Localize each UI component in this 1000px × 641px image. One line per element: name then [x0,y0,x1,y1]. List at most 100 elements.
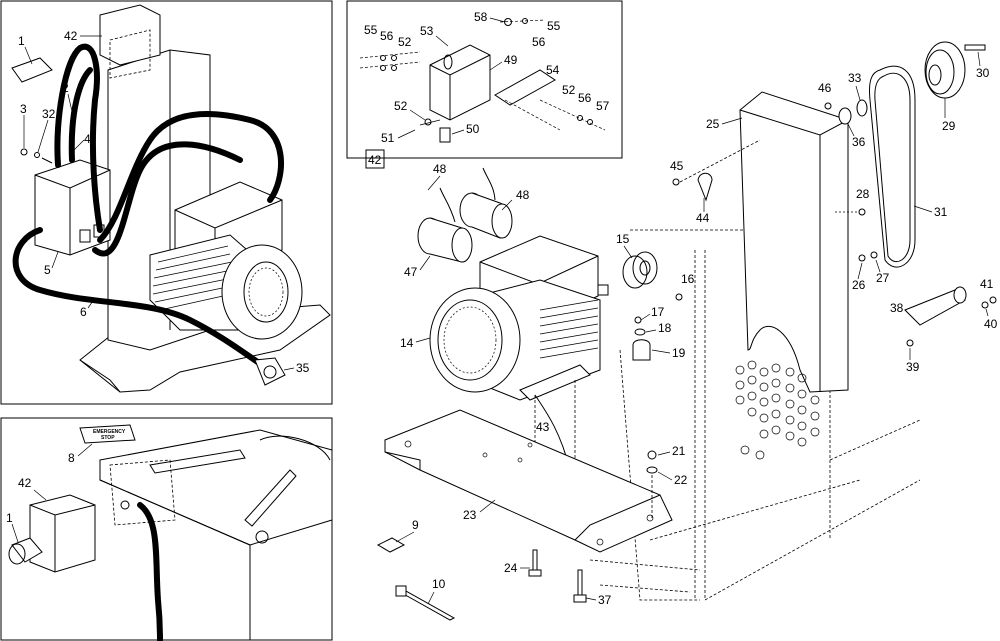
callout-41: 41 [980,277,994,291]
callout-30: 30 [976,66,990,80]
washer-33 [856,99,868,117]
motor-fan-cover-main [429,287,521,393]
callout-56-a: 56 [380,29,394,43]
callout-55-b: 55 [547,19,561,33]
emergency-stop-label [79,424,136,444]
panel-inset-42 [346,0,623,159]
callout-48: 48 [433,162,447,176]
callout-55-a: 55 [364,23,378,37]
callout-5: 5 [44,263,51,277]
callout-4: 4 [84,132,91,146]
cable-motor [97,111,284,243]
callout-49: 49 [504,53,518,67]
motor-base-plate-23 [384,409,673,553]
callout-2: 2 [62,81,69,95]
bolt-37 [577,569,583,596]
callout-25: 25 [706,117,720,131]
panel-motor-wiring [0,0,333,405]
washer-27 [870,251,878,259]
callout-36: 36 [852,135,866,149]
callout-26: 26 [852,278,866,292]
switch-button-green [79,229,91,243]
callout-50: 50 [466,122,480,136]
callout-52-c: 52 [394,99,408,113]
callout-40: 40 [984,317,998,331]
callout-47: 47 [404,265,418,279]
callout-27: 27 [876,271,890,285]
switch-box [34,159,111,256]
slot-side [244,469,297,527]
cable-2 [54,43,103,233]
e-stop-cable [137,502,163,641]
callout-39: 39 [906,360,920,374]
slot-top [149,449,246,474]
bolt-24 [532,549,538,571]
nut-21 [647,450,657,460]
power-plug [254,357,286,386]
screw-46 [824,102,832,110]
callout-15: 15 [616,232,630,246]
screw-28 [858,208,866,216]
cable-gland-50 [439,127,451,143]
screw-39 [906,339,914,347]
callout-14: 14 [400,336,414,350]
callout-38: 38 [890,301,904,315]
callout-51: 51 [381,131,395,145]
washer-18 [634,328,646,336]
motor-fan-cover [221,244,303,340]
callout-29: 29 [942,119,956,133]
callout-9: 9 [412,518,419,532]
cable-tie-10 [398,589,456,621]
bracket-49 [429,44,491,121]
inset-reference-label: 42 [368,153,382,167]
cable-clamp-19 [632,339,651,361]
callout-57: 57 [596,99,610,113]
motor-shaft [597,284,609,296]
screw-26 [858,254,866,262]
nut-36 [838,107,852,125]
cover-plate-54 [494,69,556,106]
callout-18: 18 [658,321,672,335]
callout-21: 21 [672,444,686,458]
screw-16 [675,293,683,301]
vent-holes [735,360,820,460]
callout-52-a: 52 [398,35,412,49]
callout-10: 10 [432,577,446,591]
callout-42: 42 [64,29,78,43]
callout-1: 1 [18,34,25,48]
callout-28: 28 [856,187,870,201]
callout-54: 54 [546,63,560,77]
callout-43: 43 [536,420,550,434]
washer-40 [981,301,989,309]
callout-33: 33 [848,71,862,85]
callout-44: 44 [696,211,710,225]
callout-16: 16 [681,272,695,286]
callout-56-c: 56 [578,91,592,105]
belt-cover-25 [739,91,849,393]
cable-6-power [12,227,265,368]
emergency-label-line2: STOP [101,435,115,441]
washer-22 [646,466,658,474]
callout-31: 31 [934,205,948,219]
callout-32: 32 [42,107,56,121]
callout-19: 19 [672,346,686,360]
callout-6: 6 [80,305,87,319]
nut-17 [634,316,642,324]
cable-clip-44 [697,172,713,202]
emergency-label-line1: EMERGENCY [93,429,126,435]
motor-foot [519,364,591,401]
cable-connector [11,57,53,83]
callout-24: 24 [504,561,518,575]
callout-45: 45 [670,159,684,173]
callout-8: 8 [68,451,75,465]
callout-56-b: 56 [532,35,546,49]
callout-35: 35 [296,361,310,375]
nut-41 [989,296,997,304]
callout-42-inset: 42 [18,476,32,490]
callout-22: 22 [674,473,688,487]
callout-52-b: 52 [562,83,576,97]
callout-3: 3 [20,102,27,116]
callout-53: 53 [420,24,434,38]
callout-17: 17 [651,305,665,319]
